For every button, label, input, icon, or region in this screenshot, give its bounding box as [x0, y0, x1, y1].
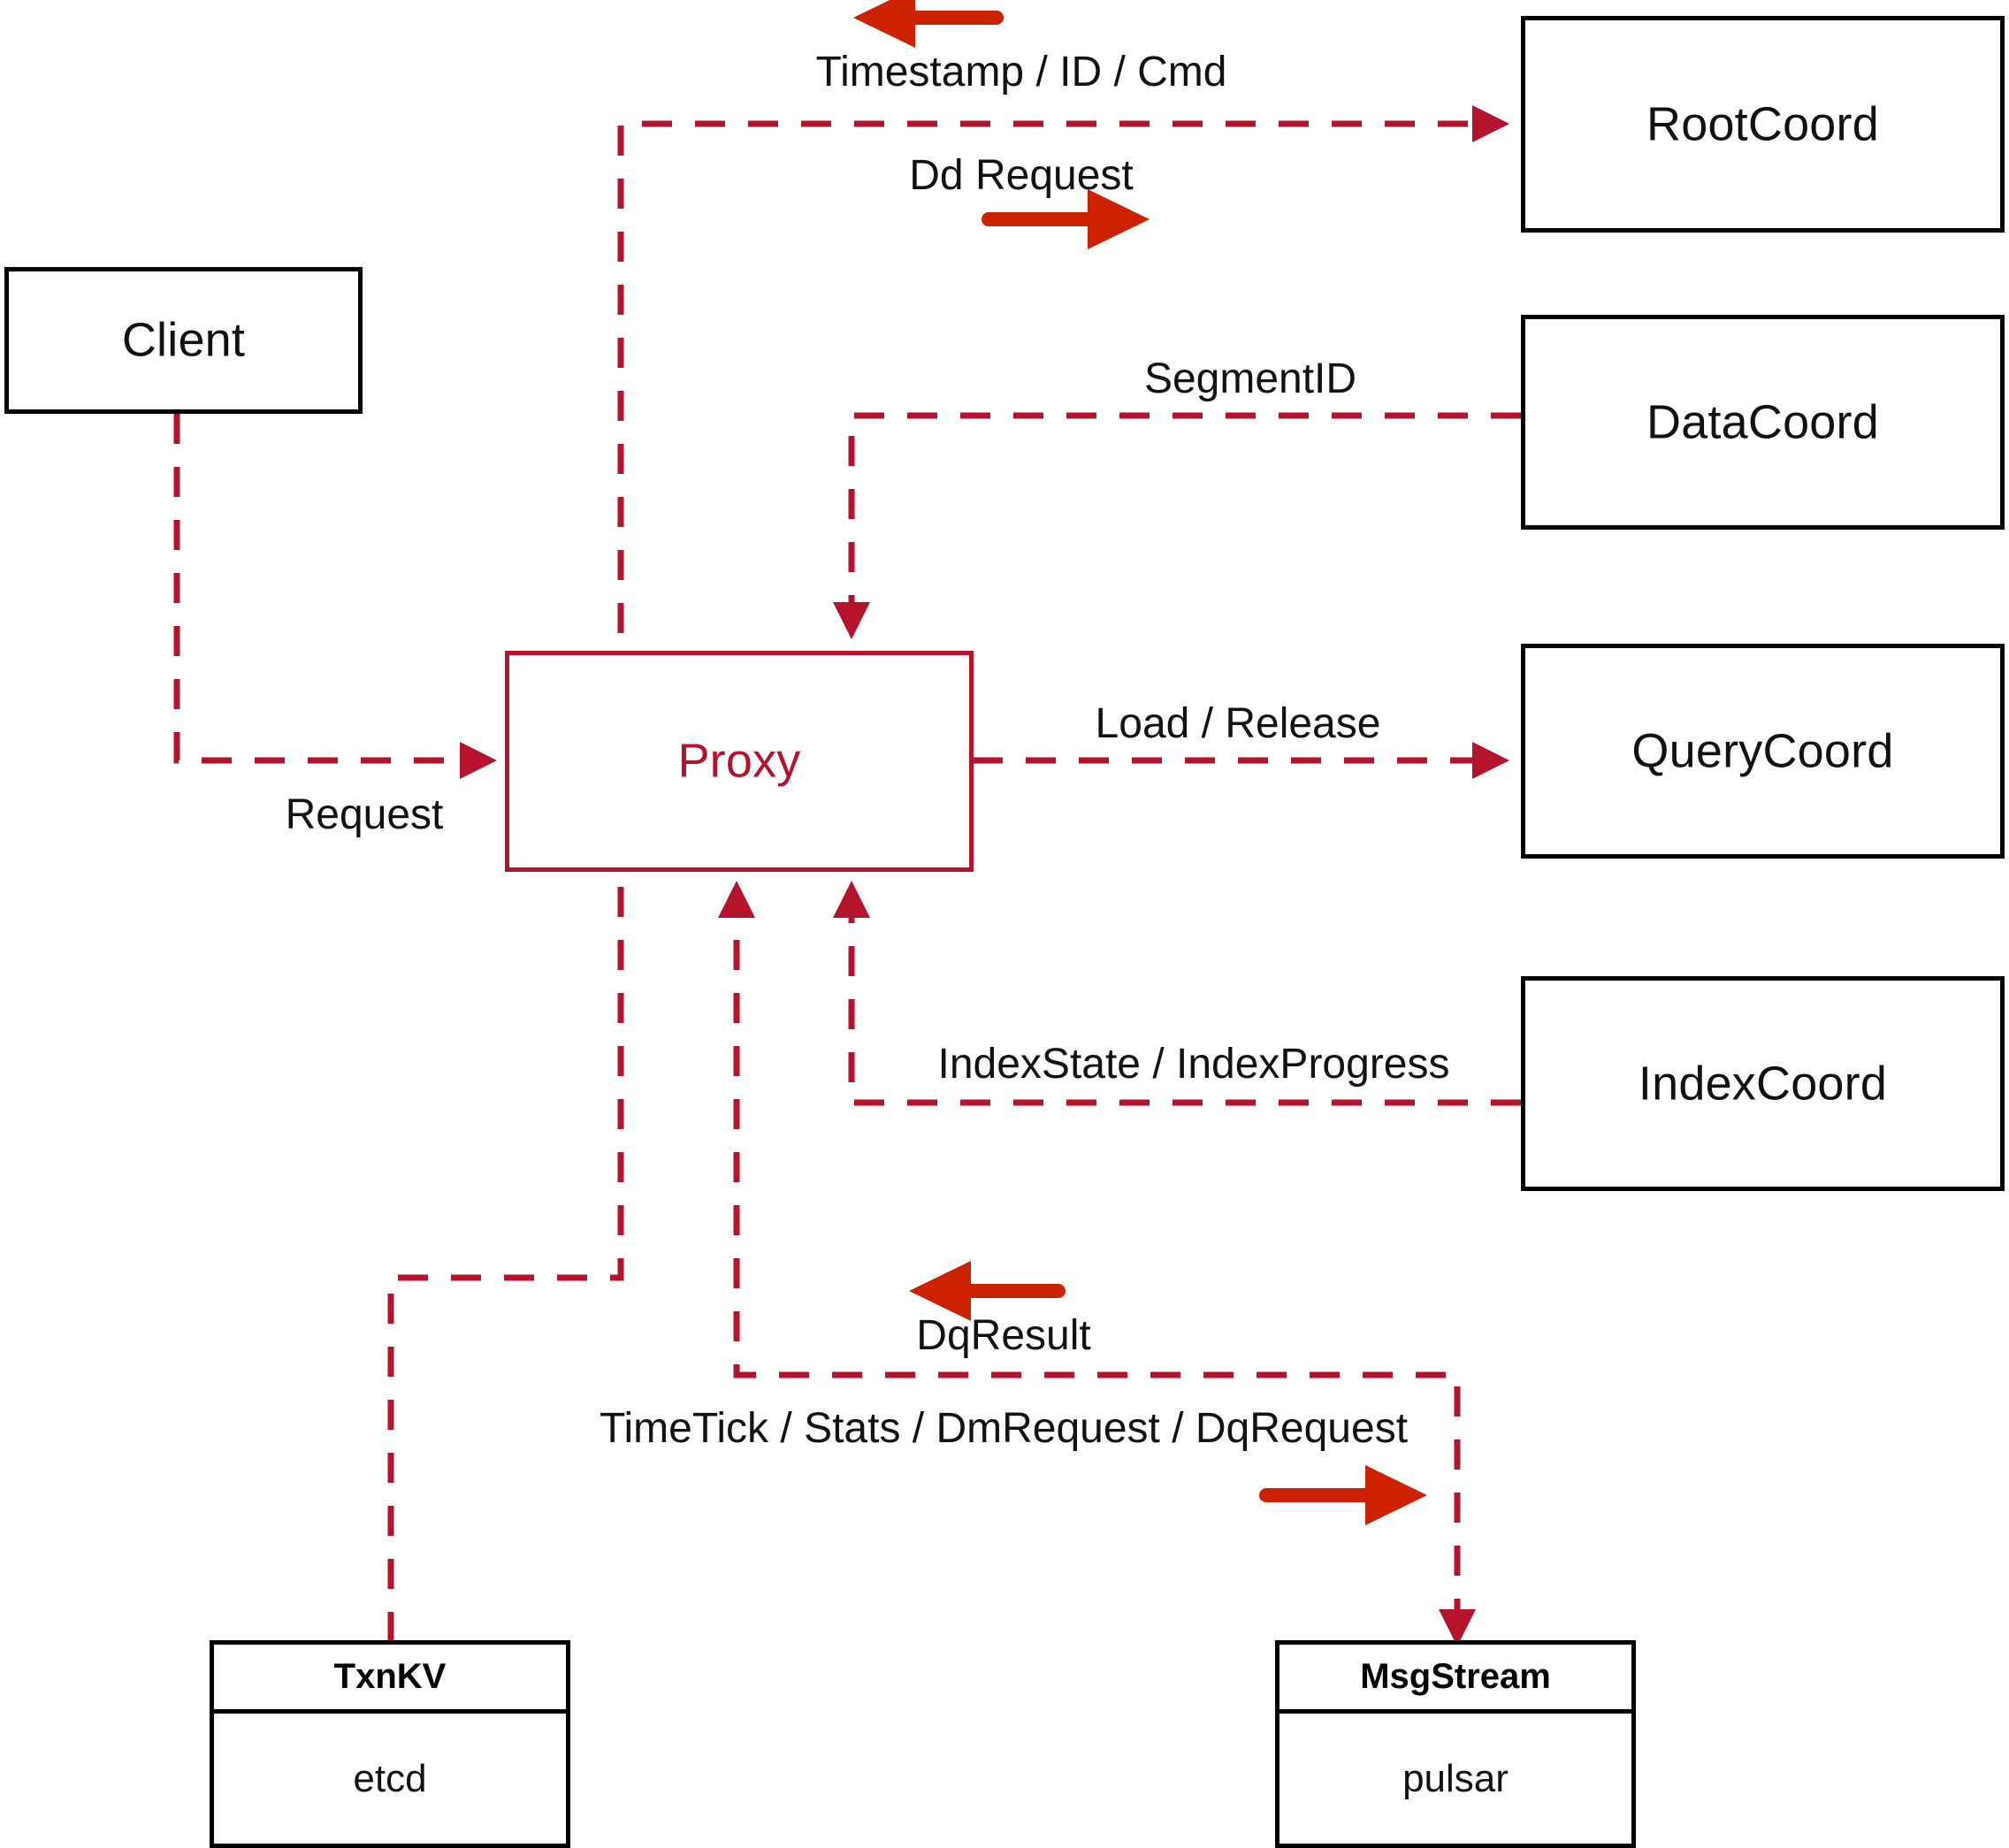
arrow-dd-request-right: [982, 189, 1150, 249]
edge-segment-id: [833, 412, 1521, 639]
edge-label-request: Request: [285, 791, 444, 838]
node-txnkv[interactable]: TxnKV etcd: [210, 1640, 570, 1848]
node-proxy[interactable]: Proxy: [505, 651, 974, 872]
edge-label-segment-id: SegmentID: [1143, 355, 1357, 402]
node-rootcoord-label: RootCoord: [1646, 96, 1879, 150]
node-proxy-label: Proxy: [677, 734, 801, 788]
node-txnkv-header: TxnKV: [214, 1645, 566, 1714]
edge-dd-request: [617, 105, 1509, 633]
arrow-timestamp-left: [853, 0, 1004, 48]
arrow-timetick-right: [1259, 1465, 1427, 1525]
node-msgstream-body: pulsar: [1402, 1756, 1509, 1800]
node-datacoord-label: DataCoord: [1646, 394, 1879, 448]
node-client-label: Client: [121, 313, 246, 367]
edge-proxy-txnkv: [387, 887, 624, 1640]
node-indexcoord-label: IndexCoord: [1638, 1056, 1888, 1110]
edge-request: [173, 414, 497, 779]
node-rootcoord[interactable]: RootCoord: [1521, 16, 2005, 233]
arrow-dqresult-left: [909, 1261, 1066, 1321]
node-querycoord[interactable]: QueryCoord: [1521, 644, 2005, 859]
edge-label-load-release: Load / Release: [1095, 700, 1381, 747]
node-datacoord[interactable]: DataCoord: [1521, 315, 2005, 530]
edge-label-index-state-progress: IndexState / IndexProgress: [937, 1041, 1450, 1088]
node-msgstream-header: MsgStream: [1279, 1645, 1631, 1714]
node-indexcoord[interactable]: IndexCoord: [1521, 976, 2005, 1191]
edge-label-timetick-stats-dm-dq: TimeTick / Stats / DmRequest / DqRequest: [599, 1405, 1409, 1452]
node-msgstream[interactable]: MsgStream pulsar: [1275, 1640, 1636, 1848]
node-querycoord-label: QueryCoord: [1631, 723, 1894, 777]
node-client[interactable]: Client: [4, 267, 363, 414]
node-txnkv-body: etcd: [353, 1756, 427, 1800]
edge-msgstream-proxy: [718, 881, 1476, 1646]
edge-label-timestamp-id-cmd: Timestamp / ID / Cmd: [815, 49, 1227, 95]
edge-label-dq-result: DqResult: [916, 1312, 1091, 1359]
edge-label-dd-request: Dd Request: [909, 152, 1134, 199]
